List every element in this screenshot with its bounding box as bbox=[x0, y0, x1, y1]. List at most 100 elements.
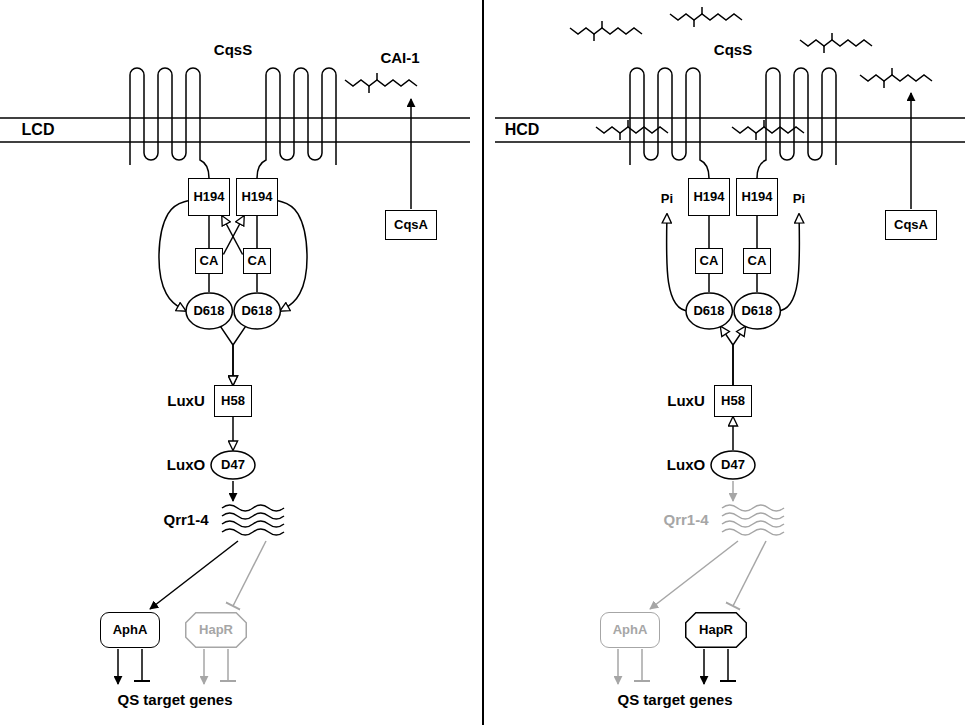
rna-label: Qrr1-4 bbox=[162, 511, 209, 528]
autoinducer-molecule bbox=[670, 7, 742, 27]
residue-label: H194 bbox=[741, 190, 772, 205]
receiver-ellipse: D618 bbox=[733, 292, 781, 330]
membrane-line bbox=[495, 141, 965, 143]
linker-line bbox=[708, 216, 710, 248]
activation-arrow bbox=[150, 541, 238, 609]
repression-bar bbox=[141, 649, 143, 681]
linker-line bbox=[756, 274, 758, 292]
activation-arrow bbox=[703, 649, 705, 684]
autoinducer-molecule bbox=[860, 68, 932, 88]
transmembrane-helices bbox=[757, 68, 836, 178]
residue-label: CA bbox=[700, 254, 719, 269]
dephosphorylation-arrow bbox=[777, 214, 800, 311]
protein-label: LuxU bbox=[166, 392, 206, 409]
residue-label: H58 bbox=[721, 394, 745, 409]
connector-layer bbox=[159, 201, 757, 450]
autoinducer-molecule bbox=[596, 120, 668, 140]
ca-domain-box: CA bbox=[243, 248, 272, 274]
linker-line bbox=[256, 216, 258, 248]
phosphotransfer-arrow bbox=[159, 201, 188, 311]
residue-label: D618 bbox=[193, 304, 224, 319]
membrane-line bbox=[0, 141, 470, 143]
residue-label: H194 bbox=[193, 190, 224, 205]
ellipse-shape bbox=[186, 293, 232, 329]
activation-arrow bbox=[732, 481, 734, 501]
phosphotransfer-arrow bbox=[278, 201, 307, 311]
phosphotransfer-arrow bbox=[732, 417, 734, 450]
residue-label: HapR bbox=[699, 623, 733, 638]
phosphotransfer-arrow bbox=[222, 216, 243, 255]
rna-label: Qrr1-4 bbox=[662, 511, 709, 528]
panel-divider bbox=[482, 0, 484, 725]
regulator-octagon: HapR bbox=[685, 612, 747, 648]
lcd-panel bbox=[0, 68, 470, 684]
repression-bar bbox=[233, 541, 266, 606]
histidine-box: H58 bbox=[214, 385, 252, 417]
histidine-box: H194 bbox=[236, 178, 278, 216]
residue-label: HapR bbox=[199, 623, 233, 638]
residue-label: D618 bbox=[741, 304, 772, 319]
small-rna-symbol bbox=[222, 505, 284, 535]
regulator-octagon: HapR bbox=[185, 612, 247, 648]
ellipse-shape bbox=[734, 293, 780, 329]
linker-line bbox=[208, 274, 210, 292]
histidine-box: H194 bbox=[736, 178, 778, 216]
residue-label: CqsA bbox=[394, 218, 428, 233]
linker-line bbox=[208, 216, 210, 248]
transmembrane-helices bbox=[630, 68, 709, 178]
phosphate-label: Pi bbox=[660, 192, 674, 207]
ellipse-shape bbox=[211, 451, 255, 479]
receiver-ellipse: D47 bbox=[210, 450, 256, 480]
activation-arrow bbox=[232, 481, 234, 501]
octagon-shape bbox=[686, 613, 747, 648]
condition-label: LCD bbox=[21, 121, 56, 139]
activation-arrow bbox=[203, 649, 205, 684]
receiver-ellipse: D618 bbox=[185, 292, 233, 330]
dephosphorylation-arrow bbox=[666, 214, 689, 311]
residue-label: CA bbox=[748, 254, 767, 269]
repression-bar bbox=[641, 649, 643, 681]
receiver-ellipse: D47 bbox=[710, 450, 756, 480]
histidine-box: H194 bbox=[188, 178, 230, 216]
ellipse-shape bbox=[711, 451, 755, 479]
receiver-ellipse: D618 bbox=[685, 292, 733, 330]
protein-label: CqsS bbox=[713, 41, 753, 58]
octagon-shape bbox=[186, 613, 247, 648]
membrane-line bbox=[0, 117, 470, 119]
ca-domain-box: CA bbox=[695, 248, 724, 274]
transmembrane-helices bbox=[130, 68, 209, 178]
molecule-label: CAI-1 bbox=[379, 49, 420, 66]
autoinducer-molecule bbox=[732, 120, 804, 140]
synthase-box: CqsA bbox=[385, 210, 437, 240]
phosphotransfer-arrow bbox=[233, 327, 245, 385]
linker-line bbox=[708, 274, 710, 292]
residue-label: CA bbox=[248, 254, 267, 269]
synthesis-arrow bbox=[910, 93, 912, 209]
synthesis-arrow bbox=[410, 99, 412, 209]
membrane-line bbox=[495, 117, 965, 119]
residue-label: AphA bbox=[613, 623, 648, 638]
regulator-box: AphA bbox=[100, 612, 160, 648]
residue-label: AphA bbox=[113, 623, 148, 638]
histidine-box: H58 bbox=[714, 385, 752, 417]
activation-arrow bbox=[650, 541, 738, 609]
residue-label: D618 bbox=[693, 304, 724, 319]
hcd-panel bbox=[495, 7, 965, 684]
transmembrane-helices bbox=[257, 68, 336, 178]
regulator-box: AphA bbox=[600, 612, 660, 648]
target-label: QS target genes bbox=[116, 691, 233, 708]
activation-arrow bbox=[617, 649, 619, 684]
phosphotransfer-arrow bbox=[721, 327, 733, 385]
histidine-box: H194 bbox=[688, 178, 730, 216]
ca-domain-box: CA bbox=[195, 248, 224, 274]
protein-label: LuxO bbox=[666, 456, 706, 473]
autoinducer-molecule bbox=[570, 21, 642, 41]
phosphotransfer-arrow bbox=[733, 327, 745, 385]
linker-line bbox=[256, 274, 258, 292]
residue-label: H194 bbox=[693, 190, 724, 205]
residue-label: D47 bbox=[721, 458, 745, 473]
residue-label: H194 bbox=[241, 190, 272, 205]
autoinducer-molecule bbox=[800, 33, 872, 53]
phosphate-label: Pi bbox=[792, 192, 806, 207]
